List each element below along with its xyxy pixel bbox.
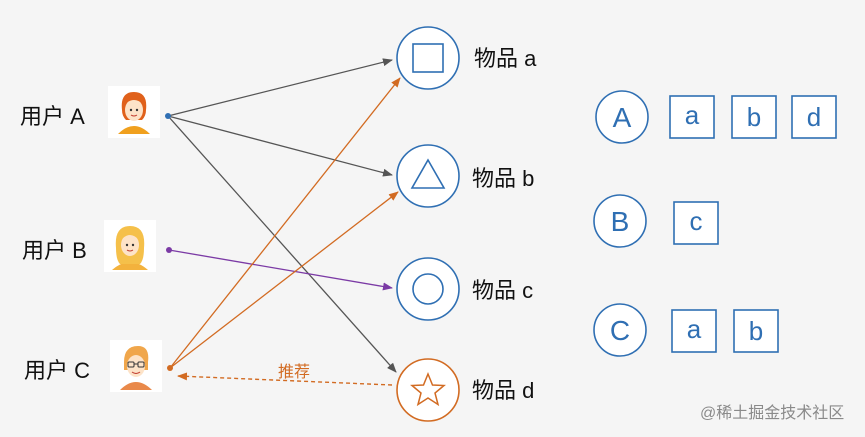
edge-item-d-to-c-recommend bbox=[177, 372, 393, 386]
item-d-node bbox=[396, 358, 460, 422]
summary-box bbox=[731, 95, 777, 139]
circle-icon bbox=[412, 273, 444, 305]
summary-item: a bbox=[685, 100, 700, 130]
item-b-node bbox=[396, 144, 460, 208]
user-b-avatar bbox=[104, 220, 156, 272]
summary-row-c: C a b bbox=[593, 303, 779, 357]
user-c-dot bbox=[167, 365, 173, 371]
summary-user-b-circle bbox=[593, 194, 647, 248]
user-b-dot bbox=[166, 247, 172, 253]
summary-user-b: B bbox=[611, 206, 630, 237]
summary-item: c bbox=[690, 206, 703, 236]
item-c-label: 物品 c bbox=[472, 278, 533, 303]
summary-user-a: A bbox=[613, 102, 632, 133]
item-b: 物品 b bbox=[396, 144, 534, 208]
edge-c-to-item-b bbox=[169, 191, 399, 369]
star-icon bbox=[410, 372, 446, 407]
recommend-label: 推荐 bbox=[278, 363, 310, 381]
summary-item: b bbox=[747, 102, 761, 132]
item-c: 物品 c bbox=[396, 257, 533, 321]
summary-row-b: B c bbox=[593, 194, 719, 248]
watermark: @稀土掘金技术社区 bbox=[700, 404, 844, 422]
triangle-icon bbox=[410, 158, 446, 189]
summary-item: a bbox=[687, 314, 702, 344]
user-b: 用户 B bbox=[22, 220, 156, 272]
user-c-label: 用户 C bbox=[24, 358, 90, 383]
summary-user-a-circle bbox=[595, 90, 649, 144]
item-a-label: 物品 a bbox=[474, 46, 537, 71]
user-a: 用户 A bbox=[20, 86, 160, 138]
edge-c-to-item-a bbox=[169, 77, 401, 369]
item-c-node bbox=[396, 257, 460, 321]
summary-item: d bbox=[807, 102, 821, 132]
summary-user-c-circle bbox=[593, 303, 647, 357]
user-b-label: 用户 B bbox=[22, 238, 87, 263]
square-icon bbox=[412, 43, 444, 73]
item-a-node bbox=[396, 26, 460, 90]
user-a-label: 用户 A bbox=[20, 104, 85, 129]
edges: 推荐 bbox=[165, 58, 401, 386]
user-a-avatar bbox=[108, 86, 160, 138]
summary-box bbox=[791, 95, 837, 139]
user-a-dot bbox=[165, 113, 171, 119]
summary-item: b bbox=[749, 316, 763, 346]
summary-box bbox=[673, 201, 719, 245]
edge-a-to-item-a bbox=[167, 58, 393, 117]
user-c-avatar bbox=[110, 340, 162, 392]
summary-user-c: C bbox=[610, 315, 630, 346]
item-b-label: 物品 b bbox=[472, 166, 534, 191]
item-d: 物品 d bbox=[396, 358, 534, 422]
item-d-label: 物品 d bbox=[472, 378, 534, 403]
edge-b-to-item-c bbox=[168, 249, 393, 291]
summary-box bbox=[733, 309, 779, 353]
summary-row-a: A a b d bbox=[595, 90, 837, 144]
summary-box bbox=[669, 95, 715, 139]
item-a: 物品 a bbox=[396, 26, 537, 90]
summary-box bbox=[671, 309, 717, 353]
edge-a-to-item-d bbox=[167, 115, 397, 373]
edge-a-to-item-b bbox=[167, 115, 393, 177]
user-c: 用户 C bbox=[24, 340, 162, 392]
